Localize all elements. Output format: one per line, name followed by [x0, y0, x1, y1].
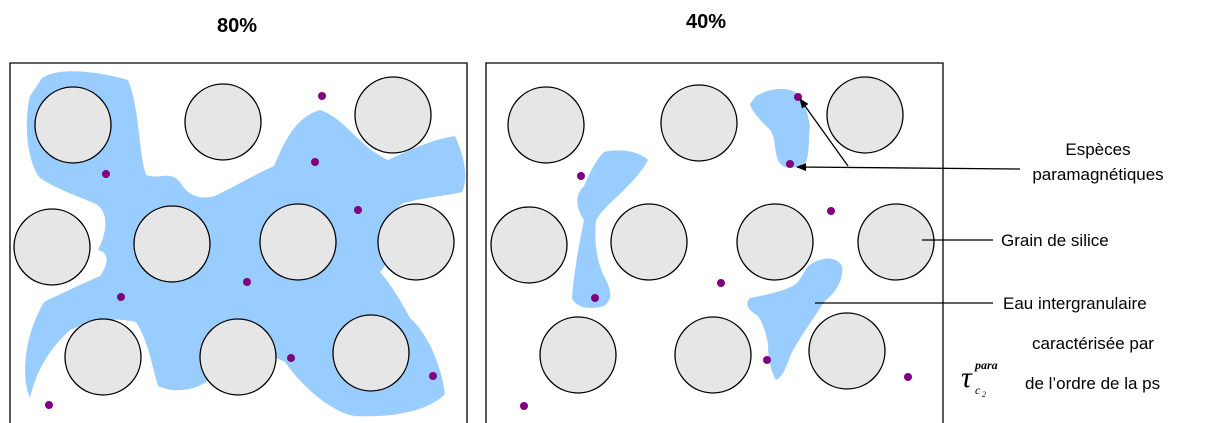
panel-title-80: 80%: [217, 15, 257, 37]
intergranular-water-patch: [572, 150, 648, 308]
annotation-grain: Grain de silice: [922, 231, 1109, 250]
paramagnetic-species-dot: [827, 207, 835, 215]
silica-grain: [808, 312, 886, 390]
intergranular-water-patch: [747, 258, 843, 380]
panel-40: 40%: [485, 11, 944, 423]
label-silica-grain: Grain de silice: [1001, 231, 1109, 250]
silica-grain: [133, 205, 211, 283]
silica-grain: [354, 76, 432, 154]
silica-grain: [64, 318, 142, 396]
arrow-to-dot: [799, 98, 849, 167]
paramagnetic-species-dot: [786, 160, 794, 168]
silica-grain: [674, 316, 752, 394]
silica-grain: [199, 318, 277, 396]
paramagnetic-species-dot: [429, 372, 437, 380]
silica-grain: [539, 316, 617, 394]
arrow-to-dot: [796, 163, 1021, 172]
paramagnetic-species-dot: [311, 158, 319, 166]
paramagnetic-species-dot: [520, 402, 528, 410]
paramagnetic-species-dot: [577, 172, 585, 180]
tau-subscript: c: [975, 383, 981, 397]
paramagnetic-species-dot: [318, 92, 326, 100]
silica-grain: [377, 203, 455, 281]
paramagnetic-species-dot: [102, 170, 110, 178]
silica-grain: [857, 203, 935, 281]
paramagnetic-species-dot: [763, 356, 771, 364]
label-paramagnetic-line1: Espèces: [1065, 140, 1130, 159]
paramagnetic-species-dot: [117, 293, 125, 301]
annotation-water: Eau intergranulaire caractérisée par τ p…: [815, 294, 1160, 399]
silica-grain: [826, 76, 904, 154]
panel-frame: [9, 62, 468, 423]
tau-formula: τ para c 2: [961, 358, 998, 399]
silica-grain: [332, 314, 410, 392]
label-paramagnetic-line2: paramagnétiques: [1032, 165, 1163, 184]
intergranular-water-patch: [750, 88, 810, 168]
tau-symbol: τ: [961, 361, 973, 394]
silica-grain: [490, 206, 568, 284]
paramagnetic-species-dot: [591, 294, 599, 302]
silica-grain: [13, 208, 91, 286]
silica-grain: [184, 83, 262, 161]
panel-title-40: 40%: [686, 11, 726, 33]
panel-80: 80%: [9, 15, 468, 423]
silica-grain: [660, 84, 738, 162]
paramagnetic-species-dot: [354, 206, 362, 214]
silica-grain: [259, 203, 337, 281]
silica-grain: [507, 86, 585, 164]
silica-grain: [610, 203, 688, 281]
label-order-of: de l’ordre de la ps: [1025, 374, 1160, 393]
paramagnetic-species-dot: [287, 354, 295, 362]
silica-grain: [736, 203, 814, 281]
annotation-paramagnetic: Espèces paramagnétiques: [796, 98, 1164, 184]
paramagnetic-species-dot: [904, 373, 912, 381]
label-characterized-by: caractérisée par: [1032, 334, 1154, 353]
label-intergranular-water: Eau intergranulaire: [1003, 294, 1147, 313]
silica-grain: [34, 86, 112, 164]
panel-frame: [485, 62, 944, 423]
tau-subscript-index: 2: [982, 390, 986, 399]
paramagnetic-species-dot: [717, 279, 725, 287]
paramagnetic-species-dot: [243, 278, 251, 286]
paramagnetic-species-dot: [45, 401, 53, 409]
tau-superscript: para: [974, 358, 998, 372]
